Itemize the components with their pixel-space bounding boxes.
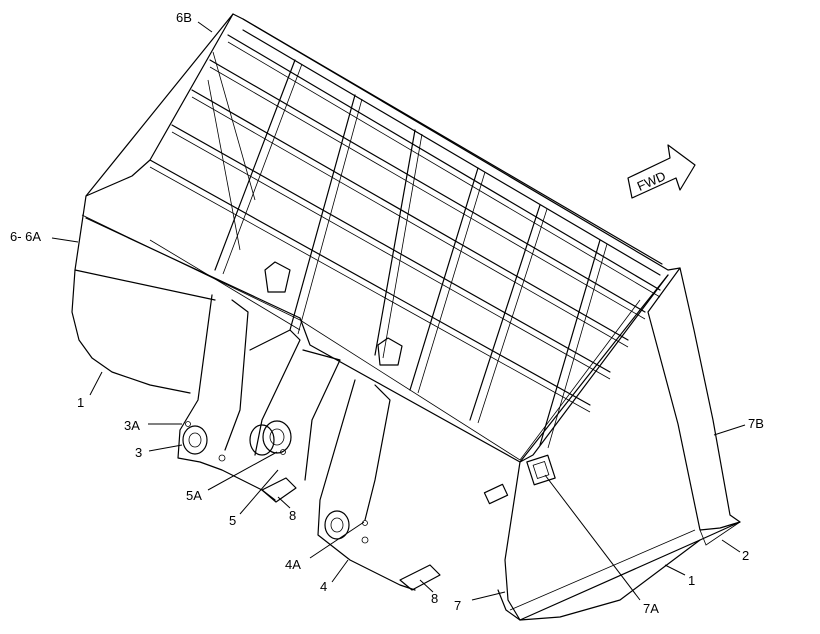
callout-4: 4 — [320, 579, 327, 594]
bucket-body — [71, 13, 741, 621]
callout-5: 5 — [229, 513, 236, 528]
callout-1-left: 1 — [77, 395, 84, 410]
callout-7: 7 — [454, 598, 461, 613]
callout-7b: 7B — [748, 416, 764, 431]
callout-7a: 7A — [643, 601, 659, 616]
callout-8-upper: 8 — [289, 508, 296, 523]
callout-labels: 6B 6- 6A 1 3A 3 5A 5 8 4A 4 8 7 7A 1 2 7… — [10, 10, 764, 616]
callout-4a: 4A — [285, 557, 301, 572]
callout-5a: 5A — [186, 488, 202, 503]
callout-3a: 3A — [124, 418, 140, 433]
callout-1-right: 1 — [688, 573, 695, 588]
callout-8-lower: 8 — [431, 591, 438, 606]
callout-6b: 6B — [176, 10, 192, 25]
mount-brackets — [177, 261, 441, 591]
callout-6-6a: 6- 6A — [10, 229, 41, 244]
callout-3: 3 — [135, 445, 142, 460]
decals — [483, 454, 556, 505]
rib-grid — [149, 34, 661, 449]
leader-lines — [51, 21, 746, 601]
fwd-arrow-icon: FWD — [627, 144, 696, 199]
callout-2: 2 — [742, 548, 749, 563]
